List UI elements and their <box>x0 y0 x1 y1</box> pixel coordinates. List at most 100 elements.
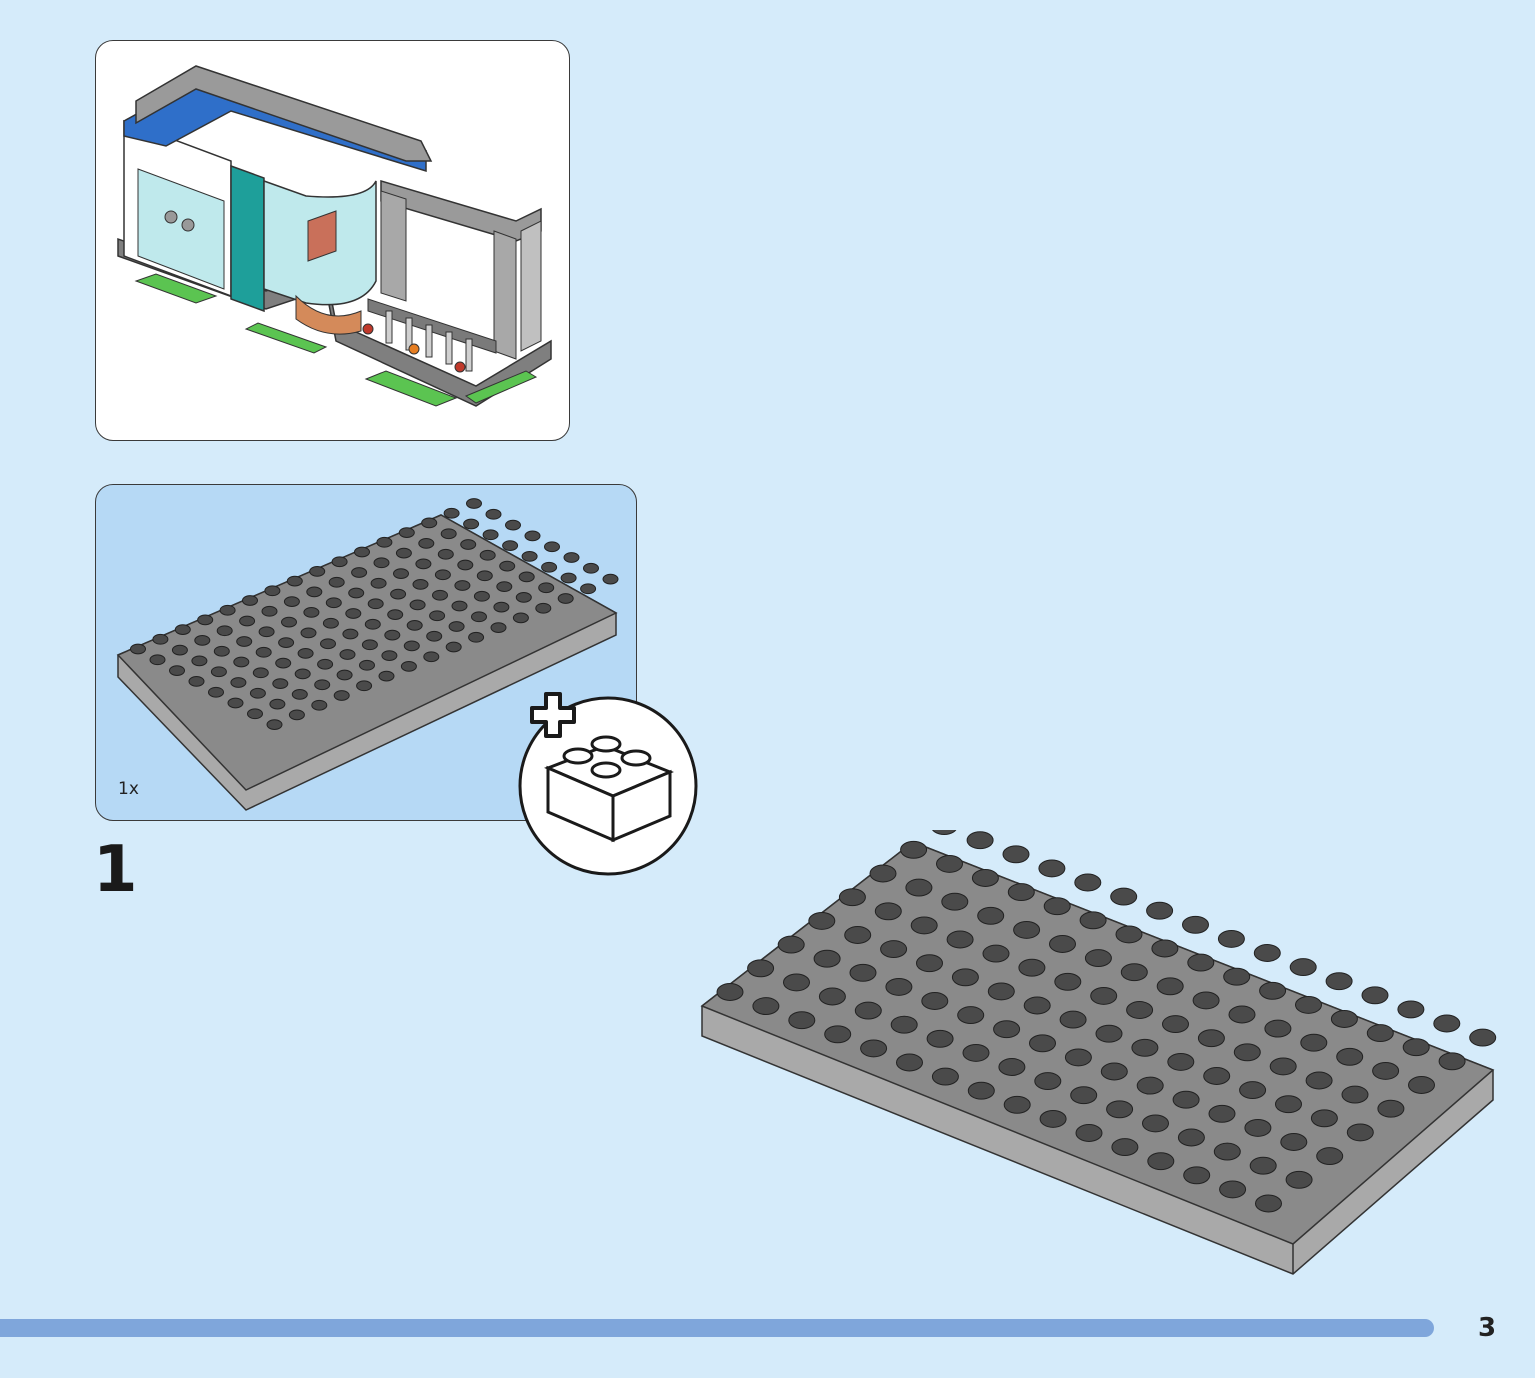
plate-part-illustration <box>116 498 619 811</box>
stud <box>1090 986 1118 1005</box>
stud <box>1310 1109 1338 1128</box>
stud <box>339 649 356 660</box>
stud <box>951 968 979 987</box>
stud <box>1156 977 1184 996</box>
stud <box>291 689 308 700</box>
stud <box>1192 991 1220 1010</box>
stud <box>1372 1061 1400 1080</box>
stud <box>354 546 370 558</box>
stud <box>443 507 460 519</box>
stud <box>1070 1086 1098 1105</box>
stud <box>188 676 205 687</box>
stud <box>1255 1194 1282 1213</box>
stud <box>1043 897 1071 916</box>
stud <box>230 677 247 688</box>
stud <box>460 539 477 550</box>
stud <box>916 954 943 973</box>
stud <box>1269 1057 1297 1076</box>
stud <box>306 586 323 598</box>
stud <box>1408 1076 1435 1094</box>
stud <box>278 637 295 648</box>
stud <box>874 902 902 921</box>
stud <box>303 607 320 618</box>
stud <box>269 698 286 710</box>
stud <box>412 579 429 590</box>
stud <box>1219 1180 1247 1199</box>
stud <box>1003 1095 1031 1114</box>
stud <box>227 697 244 709</box>
stud <box>485 508 502 520</box>
stud <box>1095 1024 1123 1043</box>
stud <box>1111 1138 1139 1157</box>
stud <box>440 528 457 540</box>
stud <box>998 1058 1026 1076</box>
stud <box>445 641 462 653</box>
stud <box>149 654 166 666</box>
stud <box>788 1011 816 1030</box>
stud <box>418 538 435 549</box>
page-number: 3 <box>1478 1313 1497 1343</box>
stud <box>466 498 482 509</box>
stud <box>1305 1071 1333 1090</box>
stud <box>348 587 365 599</box>
stud <box>544 541 560 553</box>
grey-plate-large <box>700 817 1497 1275</box>
stud <box>490 622 507 633</box>
stud <box>1213 1142 1241 1161</box>
stud <box>824 1025 852 1044</box>
stud <box>1167 1052 1195 1071</box>
stud <box>1187 953 1215 972</box>
stud <box>1074 873 1102 892</box>
stud <box>1131 1038 1159 1057</box>
stud <box>941 892 969 911</box>
stud <box>838 888 866 907</box>
stud <box>454 580 471 591</box>
stud <box>208 686 224 698</box>
stud <box>171 644 188 656</box>
stud <box>210 666 227 678</box>
stud <box>1136 1076 1164 1095</box>
stud <box>1275 1095 1302 1114</box>
stud <box>563 552 580 563</box>
stud <box>777 935 805 954</box>
stud <box>538 582 555 594</box>
stud <box>977 906 1005 925</box>
stud <box>393 568 409 579</box>
stud <box>359 659 375 671</box>
stud <box>370 577 387 589</box>
stud <box>169 665 185 676</box>
stud <box>1064 1048 1092 1067</box>
stud <box>1280 1133 1308 1151</box>
stud <box>602 573 619 585</box>
stud <box>429 610 446 622</box>
stud <box>1182 915 1209 934</box>
stud <box>580 583 597 595</box>
stud <box>367 598 384 610</box>
stud <box>1295 995 1322 1014</box>
stud <box>1075 1124 1103 1142</box>
stud <box>457 559 474 571</box>
stud <box>174 624 191 635</box>
stud <box>314 679 331 691</box>
new-brick-callout <box>510 688 702 880</box>
stud <box>515 592 532 603</box>
stud <box>197 614 214 626</box>
stud <box>448 621 465 632</box>
stud <box>962 1043 990 1062</box>
stud <box>272 678 289 689</box>
stud <box>957 1006 985 1025</box>
stud <box>342 628 359 640</box>
stud <box>910 916 938 935</box>
stud <box>1177 1128 1205 1147</box>
stud <box>336 669 353 681</box>
stud <box>345 608 362 619</box>
stud <box>1059 1010 1087 1029</box>
stud <box>1253 944 1281 962</box>
stud <box>1162 1015 1189 1034</box>
stud <box>421 517 438 529</box>
stud <box>390 588 407 600</box>
stud <box>1341 1085 1369 1104</box>
stud <box>194 635 211 646</box>
stud <box>356 680 373 692</box>
stud <box>320 638 336 650</box>
